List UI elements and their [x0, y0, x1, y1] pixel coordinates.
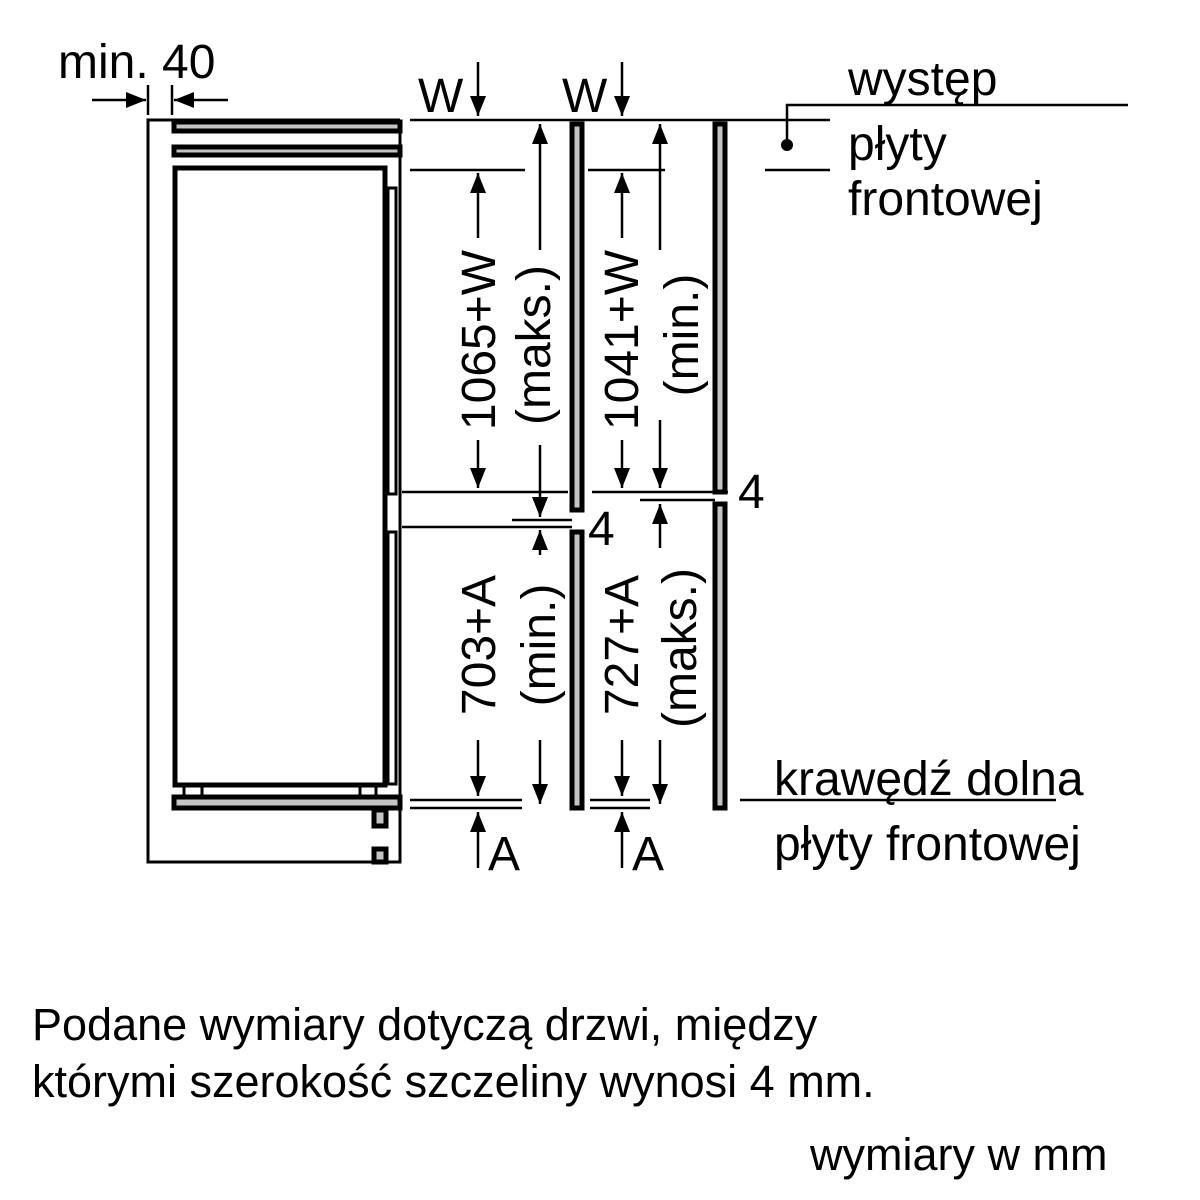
door-strip-lower: [386, 530, 398, 786]
dim-lower-max-note: (maks.): [654, 568, 707, 728]
door-panel-upper-2: [712, 121, 728, 495]
min-gap-dimension: min. 40: [58, 36, 228, 115]
bottom-edge-label-1: krawędź dolna: [774, 753, 1084, 806]
w-label-1: W: [418, 70, 464, 123]
units-note: wymiary w mm: [809, 1129, 1107, 1180]
overhang-label-3: frontowej: [848, 173, 1043, 226]
dim-lower-min: 703+A: [453, 575, 506, 715]
overhang-callout: występ płyty frontowej: [781, 53, 1128, 226]
plinth: [171, 794, 403, 811]
note-line-2: którymi szerokość szczeliny wynosi 4 mm.: [32, 1056, 875, 1107]
foot-2: [371, 846, 389, 865]
dimension-arrows: [470, 124, 668, 868]
gap-label-2: 4: [738, 466, 765, 519]
dim-lower-min-note: (min.): [513, 584, 566, 707]
note-line-1: Podane wymiary dotyczą drzwi, między: [32, 999, 818, 1050]
overhang-label-1: występ: [847, 53, 997, 106]
bottom-edge-label-2: płyty frontowej: [774, 818, 1081, 871]
reference-lines: [402, 118, 1056, 810]
min-gap-label: min. 40: [58, 36, 215, 89]
door-strip-upper: [386, 186, 398, 496]
w-label-2: W: [562, 70, 608, 123]
dim-lower-max: 727+A: [596, 575, 649, 715]
door-panel-lower-2: [712, 501, 728, 811]
a-label-2: A: [632, 828, 664, 881]
top-panel-2: [171, 144, 403, 158]
cabinet-outline: [146, 118, 402, 864]
foot-1: [371, 807, 389, 829]
dim-upper-min: 1041+W: [596, 249, 649, 430]
door-panel-upper-1: [569, 121, 585, 513]
dim-upper-min-note: (min.): [656, 274, 709, 397]
top-panel-1: [171, 119, 403, 134]
dim-upper-max-note: (maks.): [508, 265, 561, 425]
dim-upper-max: 1065+W: [453, 249, 506, 430]
fridge-body: [172, 165, 388, 788]
door-panel-lower-1: [569, 529, 585, 811]
a-label-1: A: [488, 828, 520, 881]
gap-label-1: 4: [588, 503, 615, 556]
cabinet: [146, 118, 403, 865]
overhang-label-2: płyty: [848, 118, 947, 171]
